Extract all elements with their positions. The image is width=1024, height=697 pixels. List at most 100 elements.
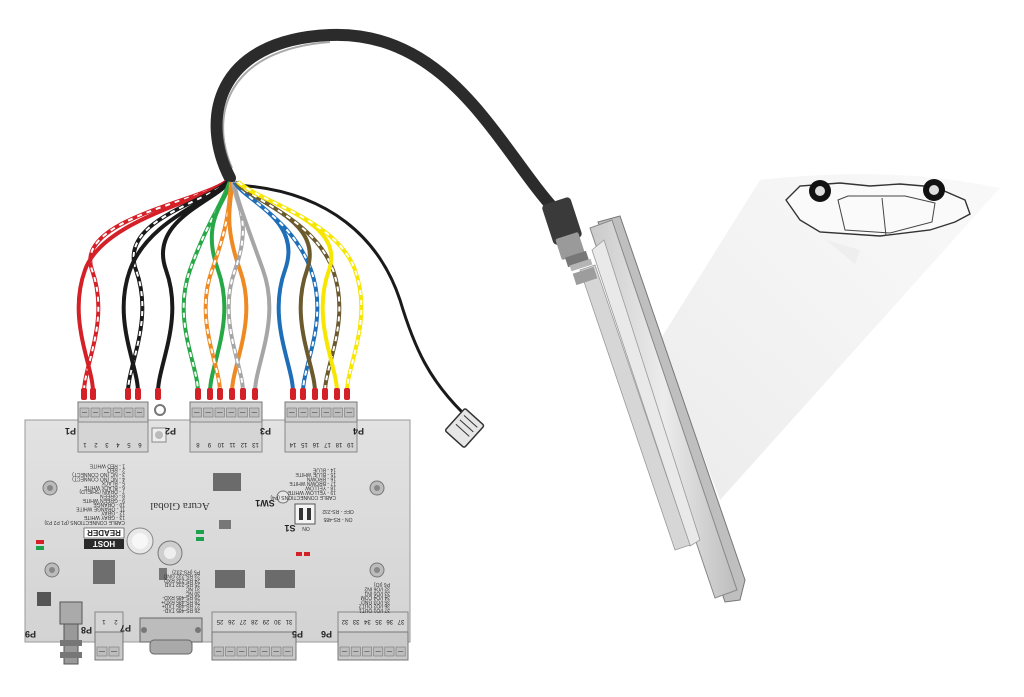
wire-stripe [83,181,227,393]
led-red [36,540,44,544]
chip [265,570,295,588]
pin-number: 12 [240,441,247,447]
cable-legend-line: 4 - NC (NO CONNECT) [72,475,125,481]
pin-number: 2 [114,618,118,624]
cable-legend-title: CABLE CONNECTIONS (P1 P2 P3) [44,519,125,525]
pin-number: 14 [289,441,296,447]
cable-legend-line: 5 - BLACK [101,480,125,486]
pin-number: 26 [228,618,235,624]
pin-number: 4 [116,441,120,447]
wire [231,181,272,393]
wire-ferrule [344,388,350,400]
rs-legend-line: P5 (RS-232) [172,568,200,574]
cable-legend-line: 3 - NC (NO CONNECT) [72,471,125,477]
coax-connector-icon [59,601,83,665]
pin-number: 2 [94,441,98,447]
led-green [196,530,204,534]
cable-legend-line: 6 - BLACK WHITE [83,484,125,490]
pin-number: 9 [207,441,211,447]
dip-off-text: OFF - RS-232 [322,508,354,514]
port-p2-label: P2 [165,426,176,436]
terminal-block-p1 [77,401,149,453]
controller-board: HOST READER Acura Global SW1 S1 ON OFF -… [24,401,411,665]
port-p3-label: P3 [260,426,271,436]
io-legend-line: P6 (IO) [374,581,390,587]
wire-stripe [236,181,341,393]
wire-stripe [234,181,319,393]
wire-ferrule [229,388,235,400]
rs-legend-line: 30 NC [185,590,200,596]
wire-ferrule [135,388,141,400]
dip-on-label: ON [302,525,310,531]
io-legend-line: 33 I/O5 IN1 [364,590,390,596]
chip [213,473,241,491]
pin-number: 1 [102,618,106,624]
chip [93,560,115,584]
car-icon [785,179,971,264]
io-legend-line: 35 I/O3 GND [361,598,390,604]
port-p8-label: P8 [81,625,92,635]
cable-legend-line: 1 - RED WHITE [89,462,125,468]
wire-ferrule [240,388,246,400]
pin-number: 31 [285,618,292,624]
wire [237,180,364,393]
pin-number: 37 [397,618,404,624]
rs-legend-line: 31 NC [185,586,200,592]
wire-ferrule [195,388,201,400]
mounting-hole [369,562,385,578]
pin-number: 15 [301,441,308,447]
pin-number: 32 [341,618,348,624]
wire-ferrule [217,388,223,400]
terminal-block-p7 [94,611,124,661]
wire-ferrule [81,388,87,400]
pin-number: 27 [239,618,246,624]
pin-number: 35 [375,618,382,624]
cable-legend-line: 12 - GRAY [101,510,125,516]
pin-number: 28 [251,618,258,624]
pin-number: 29 [262,618,269,624]
cable-legend-line: 2 - RED [107,467,125,473]
wire-stripe [127,181,228,393]
antenna-connector [542,197,598,286]
wire [156,180,231,393]
wire [233,180,320,393]
cable-legend-line: 13 - GRAY WHITE [83,514,125,520]
rs-legend-line: 27 RS-485 TXD+ [162,603,200,609]
rs-legend-line: 26 RS-485 TXD- [163,607,200,613]
cable-legend-line: 17 - BROWN WHITE [289,480,336,486]
cable-legend-line: 19 - YELLOW WHITE [287,489,336,495]
wire-ferrule [312,388,318,400]
wire-ferrule [322,388,328,400]
led-green [36,546,44,550]
wire-stripe [237,181,363,393]
mounting-hole [369,480,385,496]
io-legend-line: 36 I/O2 OUT2 [359,603,390,609]
pin-number: 10 [217,441,224,447]
pin-number: 18 [335,441,342,447]
dip-on-text: ON - RS-485 [323,516,352,522]
pin-number: 5 [127,441,131,447]
cable-legend-line: 14 - BLUE [312,467,336,473]
port-p4-label: P4 [353,426,364,436]
cable-legend-line: 15 - BLUE WHITE [295,471,336,477]
rj45-plug-icon [444,408,485,448]
speaker [157,540,183,566]
port-p1-label: P1 [65,426,76,436]
cable-legend-title: CABLE CONNECTIONS (P4) [270,494,336,500]
pin-number: 30 [274,618,281,624]
wire-ferrule [252,388,258,400]
chip [37,592,51,606]
pin-number: 16 [312,441,319,447]
pin-number: 13 [252,441,259,447]
port-p7-label: P7 [120,623,131,633]
wire-ferrule [300,388,306,400]
buzzer [126,527,154,555]
rs-legend-line: 29 RS-485 RXD- [162,594,200,600]
io-legend-line: 34 I/O4 COM [361,594,390,600]
rs-legend-line: 23 RS-232 GND [163,573,200,579]
brand-label: Acura Global [150,500,210,512]
cable-legend-line: 16 - BROWN [306,476,336,482]
wire [234,180,317,393]
mounting-hole [42,480,58,496]
